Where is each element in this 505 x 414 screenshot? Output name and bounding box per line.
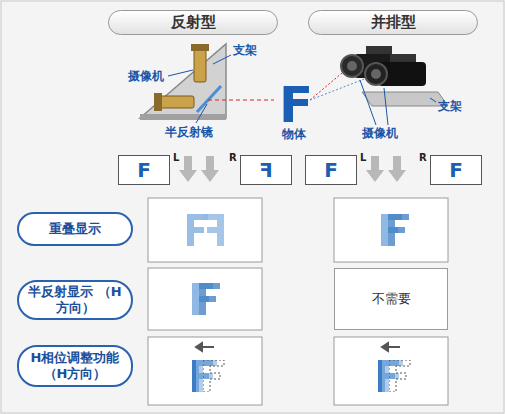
down-arrows — [179, 156, 406, 182]
type-header: 反射型 — [108, 10, 278, 35]
node-text: 反射型 — [171, 13, 216, 32]
node-text: 半反射显示 （H方向） — [27, 284, 123, 315]
channel-label: L — [360, 152, 366, 163]
node-text: F — [449, 158, 463, 182]
channel-label: L — [173, 152, 179, 163]
node-text: F — [137, 158, 151, 182]
object-letter: F — [279, 78, 313, 133]
part-label: 半反射镜 — [165, 126, 213, 139]
image-box: F — [430, 155, 482, 185]
part-label: 摄像机 — [362, 127, 398, 140]
row-label: 半反射显示 （H方向） — [17, 280, 133, 320]
row-label: 重叠显示 — [17, 212, 133, 246]
channel-label: R — [419, 152, 427, 163]
display-boxes — [148, 198, 448, 405]
type-header: 并排型 — [308, 10, 478, 35]
node-text: 重叠显示 — [49, 221, 101, 237]
node-text: F — [259, 158, 273, 182]
node-text: 并排型 — [371, 13, 416, 32]
part-label: 支架 — [233, 44, 257, 57]
node-text: H相位调整功能 （H方向） — [27, 350, 123, 381]
image-box: F — [240, 155, 292, 185]
channel-label: R — [229, 152, 237, 163]
image-box: F — [118, 155, 170, 185]
overlay-figures — [187, 214, 410, 392]
display-box: 不需要 — [334, 268, 448, 330]
node-text: 不需要 — [372, 290, 411, 308]
row-label: H相位调整功能 （H方向） — [17, 345, 133, 387]
part-label: 支架 — [438, 100, 462, 113]
half-mirror-rig — [140, 44, 274, 123]
part-label: 物体 — [282, 128, 306, 141]
image-box: F — [305, 155, 357, 185]
node-text: F — [324, 158, 338, 182]
part-label: 摄像机 — [128, 70, 164, 83]
camera-pair — [310, 46, 448, 125]
